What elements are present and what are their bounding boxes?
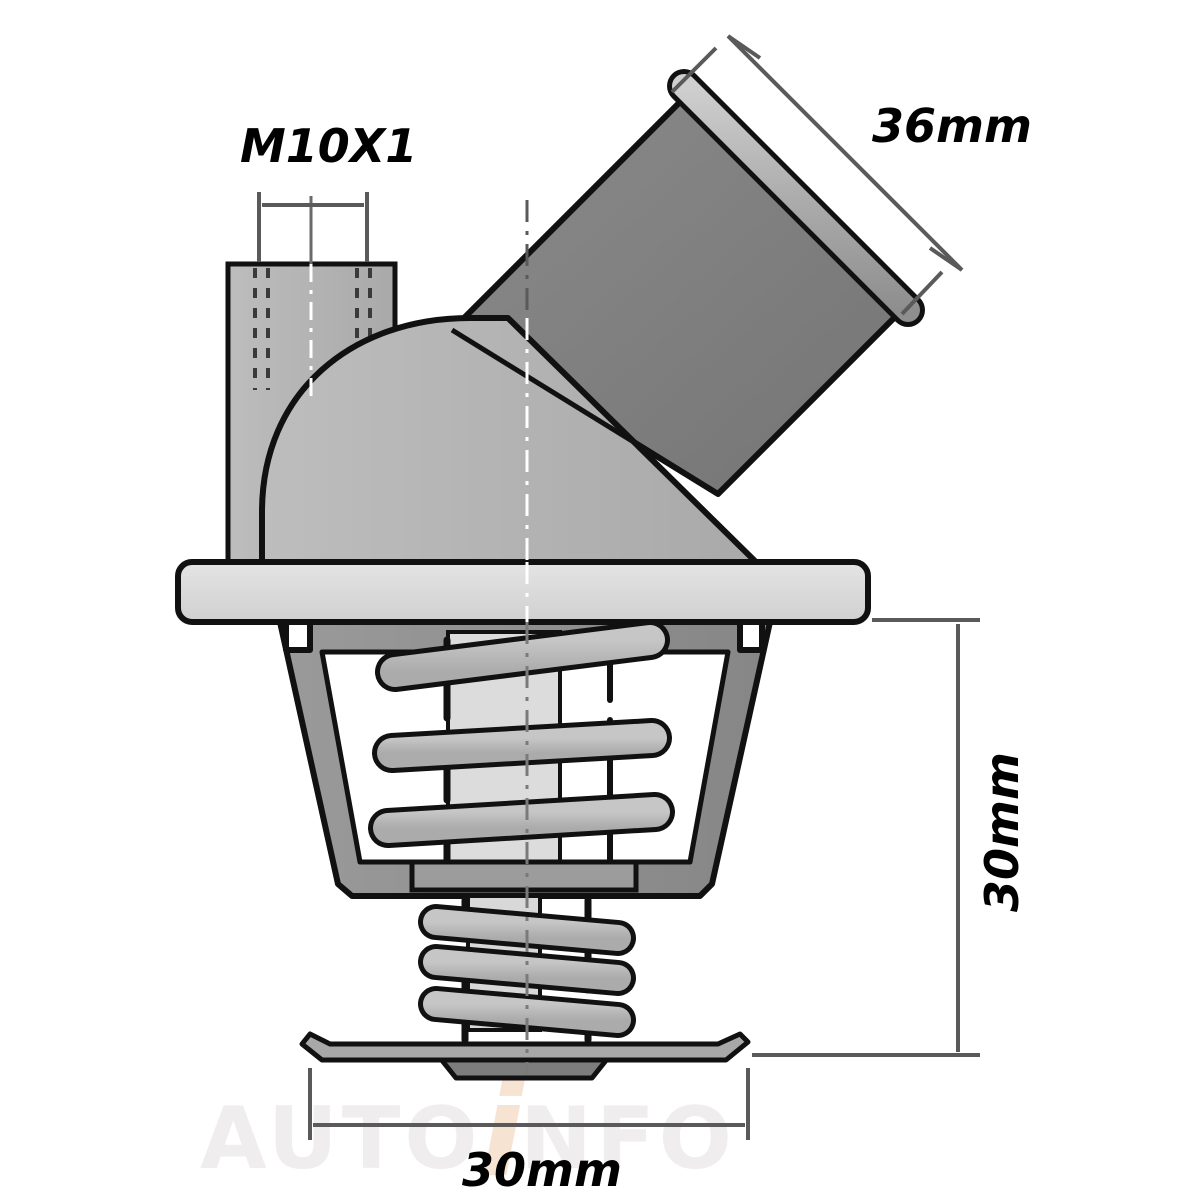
mounting-flange [175, 559, 871, 625]
thread-marks-left [253, 268, 270, 390]
valve-plate [299, 1031, 751, 1081]
dimension-label-30mm-width: 30mm [462, 1143, 622, 1197]
center-axis [309, 196, 529, 1075]
watermark-text-left: AUTO [200, 1089, 482, 1189]
dimension-label-36mm: 36mm [872, 99, 1032, 153]
dimension-label-30mm-height: 30mm [975, 752, 1029, 912]
watermark-text-mark: i [480, 1057, 528, 1200]
spring-seat [409, 859, 639, 893]
watermark-text-right: NFO [520, 1089, 736, 1189]
dimension-label-m10x1: M10X1 [240, 119, 417, 173]
dimension-36mm: 36mm [670, 34, 1032, 316]
dimension-m10x1: M10X1 [240, 119, 417, 262]
watermark: AUTO i NFO [200, 1057, 736, 1200]
dimension-30mm-width: 30mm [308, 1068, 750, 1197]
dimension-30mm-height: 30mm [752, 618, 1029, 1057]
body-dome [259, 315, 763, 569]
outlet-rim [672, 74, 920, 322]
